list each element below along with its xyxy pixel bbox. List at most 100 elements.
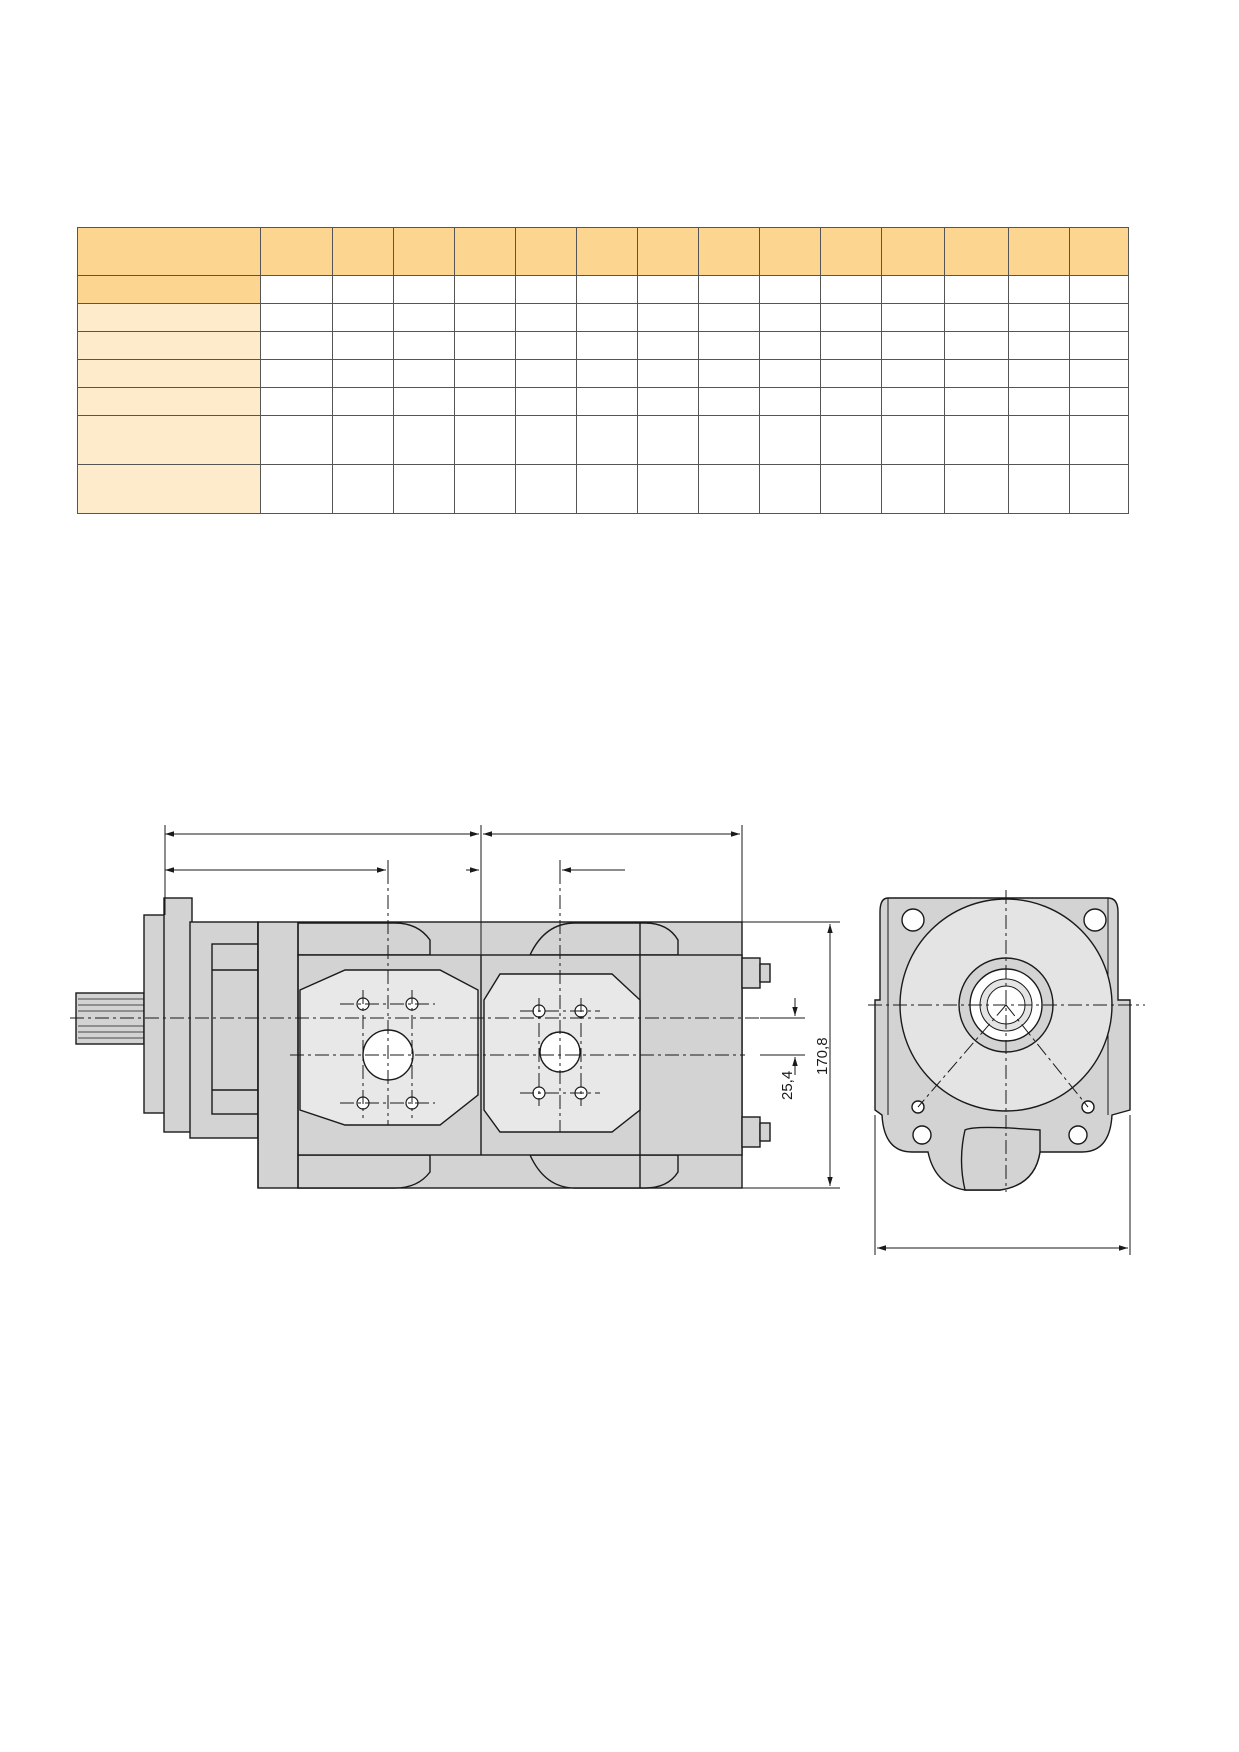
- table-cell: [1008, 303, 1070, 332]
- table-cell: [454, 464, 516, 514]
- table-cell: [260, 359, 333, 388]
- table-cell: [1069, 359, 1129, 388]
- row-label-cell: [77, 303, 261, 332]
- table-cell: [454, 359, 516, 388]
- table-cell: [759, 275, 821, 304]
- tie-bolt-nuts: [741, 957, 771, 1148]
- table-cell: [881, 331, 945, 360]
- mounting-flange: [143, 914, 167, 1114]
- table-cell: [332, 464, 394, 514]
- row-label-cell: [77, 331, 261, 360]
- table-cell: [1008, 275, 1070, 304]
- table-cell: [515, 331, 577, 360]
- table-cell: [454, 387, 516, 416]
- row-label-cell: [77, 464, 261, 514]
- table-cell: [260, 331, 333, 360]
- table-cell: [576, 359, 638, 388]
- table-cell: [1069, 331, 1129, 360]
- table-cell: [332, 415, 394, 465]
- table-cell: [515, 359, 577, 388]
- table-cell: [454, 303, 516, 332]
- table-header-cell: [454, 227, 516, 276]
- table-header-cell: [260, 227, 333, 276]
- table-cell: [637, 331, 699, 360]
- table-cell: [576, 275, 638, 304]
- table-cell: [637, 464, 699, 514]
- table-cell: [759, 303, 821, 332]
- table-header-cell: [1069, 227, 1129, 276]
- table-header-cell: [1008, 227, 1070, 276]
- table-cell: [393, 275, 455, 304]
- table-cell: [698, 359, 760, 388]
- table-cell: [820, 415, 882, 465]
- dimension-label-port-offset: 25,4: [779, 1071, 796, 1100]
- specification-table: [77, 227, 1129, 514]
- table-cell: [515, 275, 577, 304]
- table-cell: [332, 359, 394, 388]
- table-cell: [393, 387, 455, 416]
- dimension-lines-side: [164, 825, 840, 1189]
- dimension-lines-front: [874, 1115, 1131, 1255]
- table-cell: [332, 303, 394, 332]
- table-header-row: [77, 227, 1129, 276]
- table-cell: [759, 415, 821, 465]
- row-label-cell: [77, 415, 261, 465]
- table-cell: [260, 415, 333, 465]
- table-cell: [1008, 387, 1070, 416]
- table-cell: [454, 275, 516, 304]
- table-cell: [576, 331, 638, 360]
- table-cell: [393, 303, 455, 332]
- mounting-hole: [1083, 908, 1107, 932]
- table-header-cell: [698, 227, 760, 276]
- row-label-cell: [77, 359, 261, 388]
- table-cell: [393, 331, 455, 360]
- table-cell: [1008, 464, 1070, 514]
- row-label-cell: [77, 387, 261, 416]
- table-cell: [698, 387, 760, 416]
- table-cell: [881, 387, 945, 416]
- pump-technical-drawing: 25,4 170,8: [70, 825, 1145, 1255]
- table-cell: [576, 415, 638, 465]
- table-cell: [881, 275, 945, 304]
- table-cell: [1069, 415, 1129, 465]
- table-header-cell: [332, 227, 394, 276]
- table-cell: [759, 387, 821, 416]
- table-cell: [759, 359, 821, 388]
- table-cell: [332, 275, 394, 304]
- table-cell: [637, 275, 699, 304]
- table-cell: [637, 303, 699, 332]
- table-header-cell: [576, 227, 638, 276]
- table-header-cell: [881, 227, 945, 276]
- table-header-cell: [944, 227, 1009, 276]
- table-row: [77, 331, 1129, 360]
- table-cell: [576, 303, 638, 332]
- table-cell: [260, 387, 333, 416]
- table-cell: [515, 464, 577, 514]
- table-cell: [260, 275, 333, 304]
- table-cell: [1069, 303, 1129, 332]
- table-cell: [1008, 415, 1070, 465]
- table-cell: [454, 415, 516, 465]
- table-cell: [260, 303, 333, 332]
- table-cell: [332, 387, 394, 416]
- table-row: [77, 275, 1129, 304]
- table-header-cell: [637, 227, 699, 276]
- table-cell: [820, 464, 882, 514]
- table-cell: [637, 387, 699, 416]
- table-row: [77, 387, 1129, 416]
- mounting-hole: [912, 1125, 932, 1145]
- table-cell: [698, 303, 760, 332]
- table-cell: [1069, 387, 1129, 416]
- table-cell: [820, 387, 882, 416]
- table-cell: [393, 464, 455, 514]
- table-cell: [881, 464, 945, 514]
- table-cell: [820, 275, 882, 304]
- table-cell: [944, 275, 1009, 304]
- mounting-hole: [901, 908, 925, 932]
- row-label-cell: [77, 275, 261, 304]
- table-cell: [944, 387, 1009, 416]
- table-cell: [881, 303, 945, 332]
- table-cell: [759, 464, 821, 514]
- table-cell: [944, 331, 1009, 360]
- table-header-cell: [515, 227, 577, 276]
